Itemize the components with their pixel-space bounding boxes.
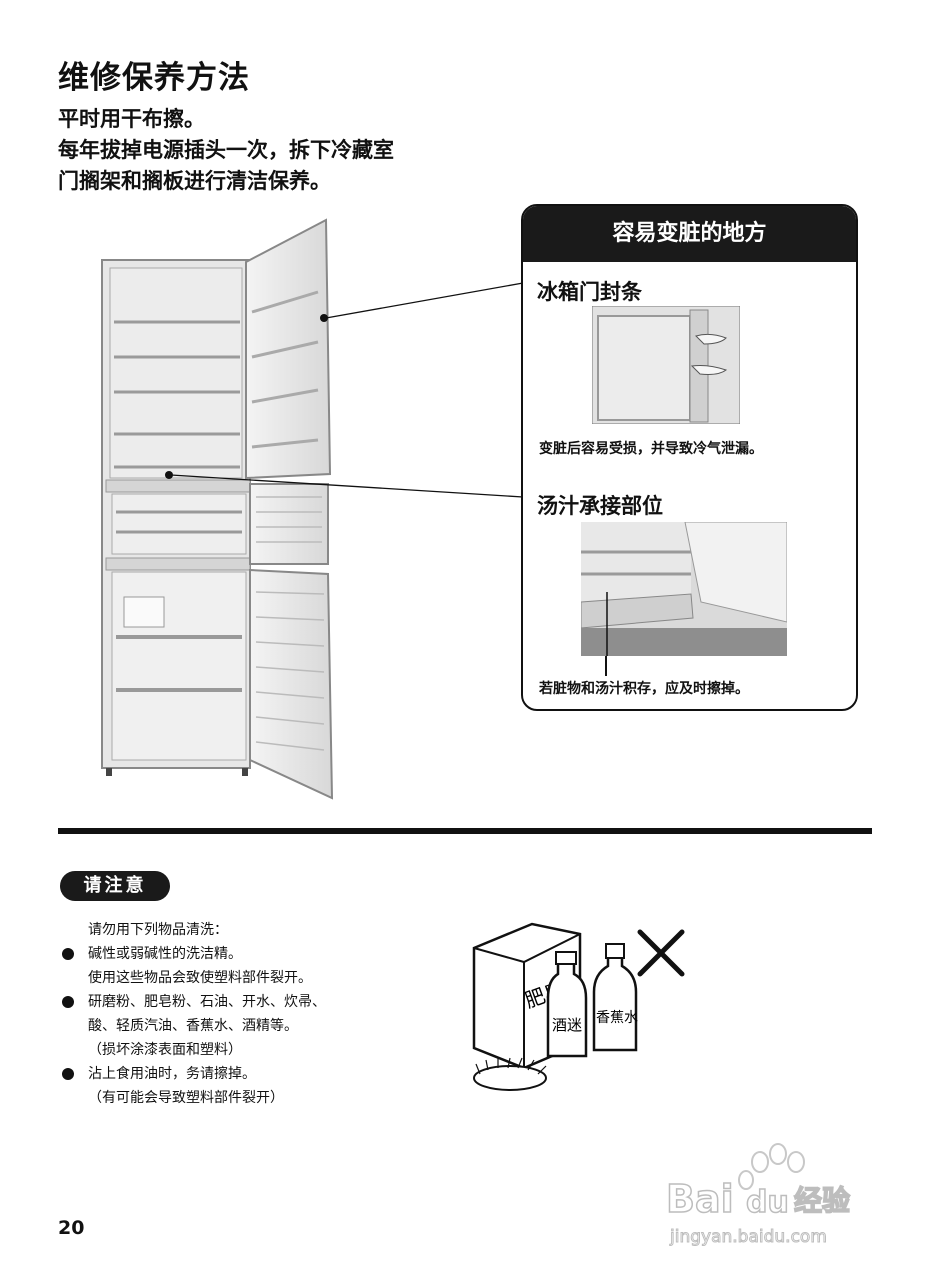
caution-badge: 请注意 bbox=[60, 871, 170, 901]
list-item-cont: （损坏涂漆表面和塑料） bbox=[88, 1042, 242, 1058]
page-number: 20 bbox=[58, 1217, 85, 1239]
list-item: 沾上食用油时，务请擦掉。 bbox=[60, 1062, 326, 1086]
soup-tray-title: 汤汁承接部位 bbox=[537, 494, 663, 518]
prohibited-x-icon bbox=[637, 929, 685, 977]
svg-text:经验: 经验 bbox=[794, 1184, 850, 1217]
panel-title: 容易变脏的地方 bbox=[523, 206, 856, 262]
svg-text:Bai: Bai bbox=[666, 1177, 734, 1221]
section-divider bbox=[58, 828, 872, 834]
prohibited-cleaners-illustration: 肥皂粉 酒迷 香蕉水 bbox=[472, 922, 685, 1091]
baidu-jingyan-watermark: Bai du 经验 jingyan.baidu.com bbox=[665, 1143, 851, 1248]
list-item: 研磨粉、肥皂粉、石油、开水、炊帚、 bbox=[60, 990, 326, 1014]
bullet-icon bbox=[62, 948, 74, 960]
list-item-cont: 使用这些物品会致使塑料部件裂开。 bbox=[88, 970, 312, 986]
intro-line: 门搁架和搁板进行清洁保养。 bbox=[58, 169, 331, 193]
intro-line: 平时用干布擦。 bbox=[58, 107, 205, 131]
svg-text:du: du bbox=[746, 1185, 789, 1220]
bottle2-label: 香蕉水 bbox=[596, 1010, 638, 1026]
svg-text:jingyan.baidu.com: jingyan.baidu.com bbox=[669, 1227, 827, 1247]
door-seal-title: 冰箱门封条 bbox=[537, 280, 642, 304]
pointer-line bbox=[605, 656, 607, 676]
door-seal-caption: 变脏后容易受损，并导致冷气泄漏。 bbox=[539, 441, 763, 457]
soup-tray-caption: 若脏物和汤汁积存，应及时擦掉。 bbox=[539, 681, 749, 697]
intro-text: 平时用干布擦。 每年拔掉电源插头一次，拆下冷藏室 门搁架和搁板进行清洁保养。 bbox=[58, 104, 394, 197]
intro-line: 每年拔掉电源插头一次，拆下冷藏室 bbox=[58, 138, 394, 162]
caution-intro: 请勿用下列物品清洗： bbox=[88, 922, 228, 938]
bullet-icon bbox=[62, 996, 74, 1008]
soup-tray-photo bbox=[581, 522, 787, 656]
dirty-areas-panel: 容易变脏的地方 冰箱门封条 变脏后容易受损，并导致冷气泄漏。 汤汁承接部位 若脏… bbox=[521, 204, 858, 711]
door-seal-photo bbox=[592, 306, 740, 424]
bottle1-label: 酒迷 bbox=[552, 1016, 582, 1034]
refrigerator-photo bbox=[101, 218, 334, 800]
page-title: 维修保养方法 bbox=[58, 60, 250, 96]
caution-notes: 请勿用下列物品清洗： 碱性或弱碱性的洗洁精。 使用这些物品会致使塑料部件裂开。 … bbox=[60, 918, 326, 1110]
bullet-icon bbox=[62, 1068, 74, 1080]
list-item-cont: （有可能会导致塑料部件裂开） bbox=[88, 1090, 284, 1106]
list-item: 碱性或弱碱性的洗洁精。 bbox=[60, 942, 326, 966]
list-item-cont: 酸、轻质汽油、香蕉水、酒精等。 bbox=[88, 1018, 298, 1034]
